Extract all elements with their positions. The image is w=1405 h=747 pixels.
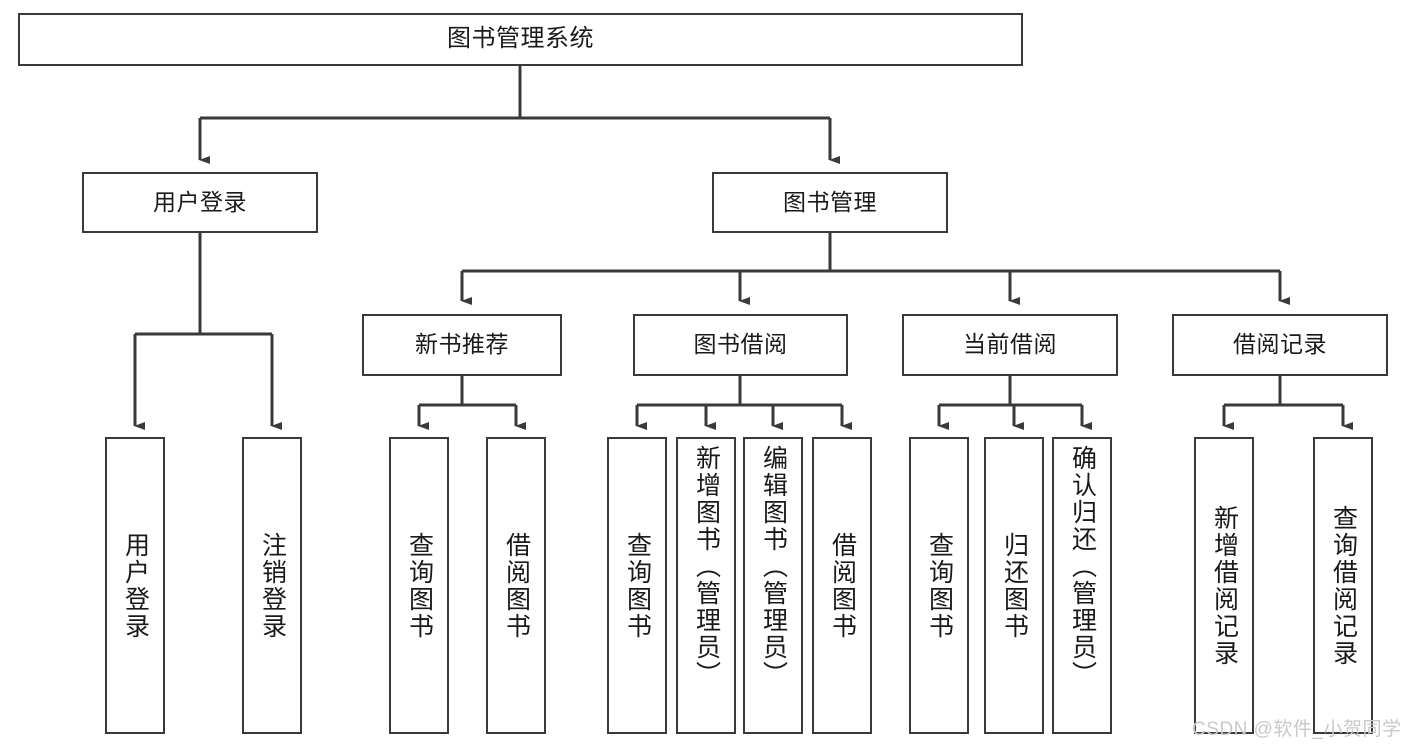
node-new-book-rec-label: 新书推荐 [415,331,509,358]
node-book-borrow[interactable]: 图书借阅 [633,314,848,376]
node-leaf-borrow-book-2-label: 借阅图书 [828,531,857,640]
node-leaf-logout[interactable]: 注销登录 [242,437,302,734]
node-leaf-borrow-book-2[interactable]: 借阅图书 [812,437,872,734]
node-borrow-record-label: 借阅记录 [1233,331,1327,358]
node-leaf-query-book-2[interactable]: 查询图书 [607,437,667,734]
node-borrow-record[interactable]: 借阅记录 [1172,314,1388,376]
node-book-manage-label: 图书管理 [783,188,877,215]
node-leaf-user-login[interactable]: 用户登录 [105,437,165,734]
node-new-book-rec[interactable]: 新书推荐 [362,314,562,376]
node-leaf-return-book-label: 归还图书 [1000,531,1029,640]
node-leaf-query-record[interactable]: 查询借阅记录 [1313,437,1373,734]
node-user-login-label: 用户登录 [153,188,247,215]
watermark: CSDN @软件_小贺同学 [1192,719,1402,740]
node-leaf-return-book[interactable]: 归还图书 [984,437,1044,734]
node-leaf-user-login-label: 用户登录 [121,531,150,640]
node-leaf-logout-label: 注销登录 [258,531,287,640]
node-user-login[interactable]: 用户登录 [82,172,318,233]
node-leaf-add-record-label: 新增借阅记录 [1210,504,1239,667]
node-leaf-query-book-1[interactable]: 查询图书 [389,437,449,734]
node-book-borrow-label: 图书借阅 [693,331,788,358]
node-leaf-edit-book-label: 编辑图书（管理员） [759,445,788,688]
node-leaf-add-book[interactable]: 新增图书（管理员） [676,437,736,734]
node-leaf-query-book-1-label: 查询图书 [405,531,434,640]
node-current-borrow[interactable]: 当前借阅 [902,314,1118,376]
node-current-borrow-label: 当前借阅 [963,331,1057,358]
node-leaf-add-record[interactable]: 新增借阅记录 [1194,437,1254,734]
node-leaf-add-book-label: 新增图书（管理员） [692,445,721,688]
node-leaf-borrow-book-1-label: 借阅图书 [502,531,531,640]
node-book-manage[interactable]: 图书管理 [712,172,948,233]
node-leaf-confirm-return[interactable]: 确认归还（管理员） [1052,437,1112,734]
node-leaf-borrow-book-1[interactable]: 借阅图书 [486,437,546,734]
node-leaf-edit-book[interactable]: 编辑图书（管理员） [743,437,803,734]
node-root[interactable]: 图书管理系统 [18,13,1023,66]
node-leaf-query-record-label: 查询借阅记录 [1329,504,1358,667]
node-leaf-query-book-2-label: 查询图书 [623,531,652,640]
node-leaf-confirm-return-label: 确认归还（管理员） [1068,445,1097,688]
node-root-label: 图书管理系统 [447,25,594,53]
node-leaf-query-book-3[interactable]: 查询图书 [909,437,969,734]
node-leaf-query-book-3-label: 查询图书 [925,531,954,640]
